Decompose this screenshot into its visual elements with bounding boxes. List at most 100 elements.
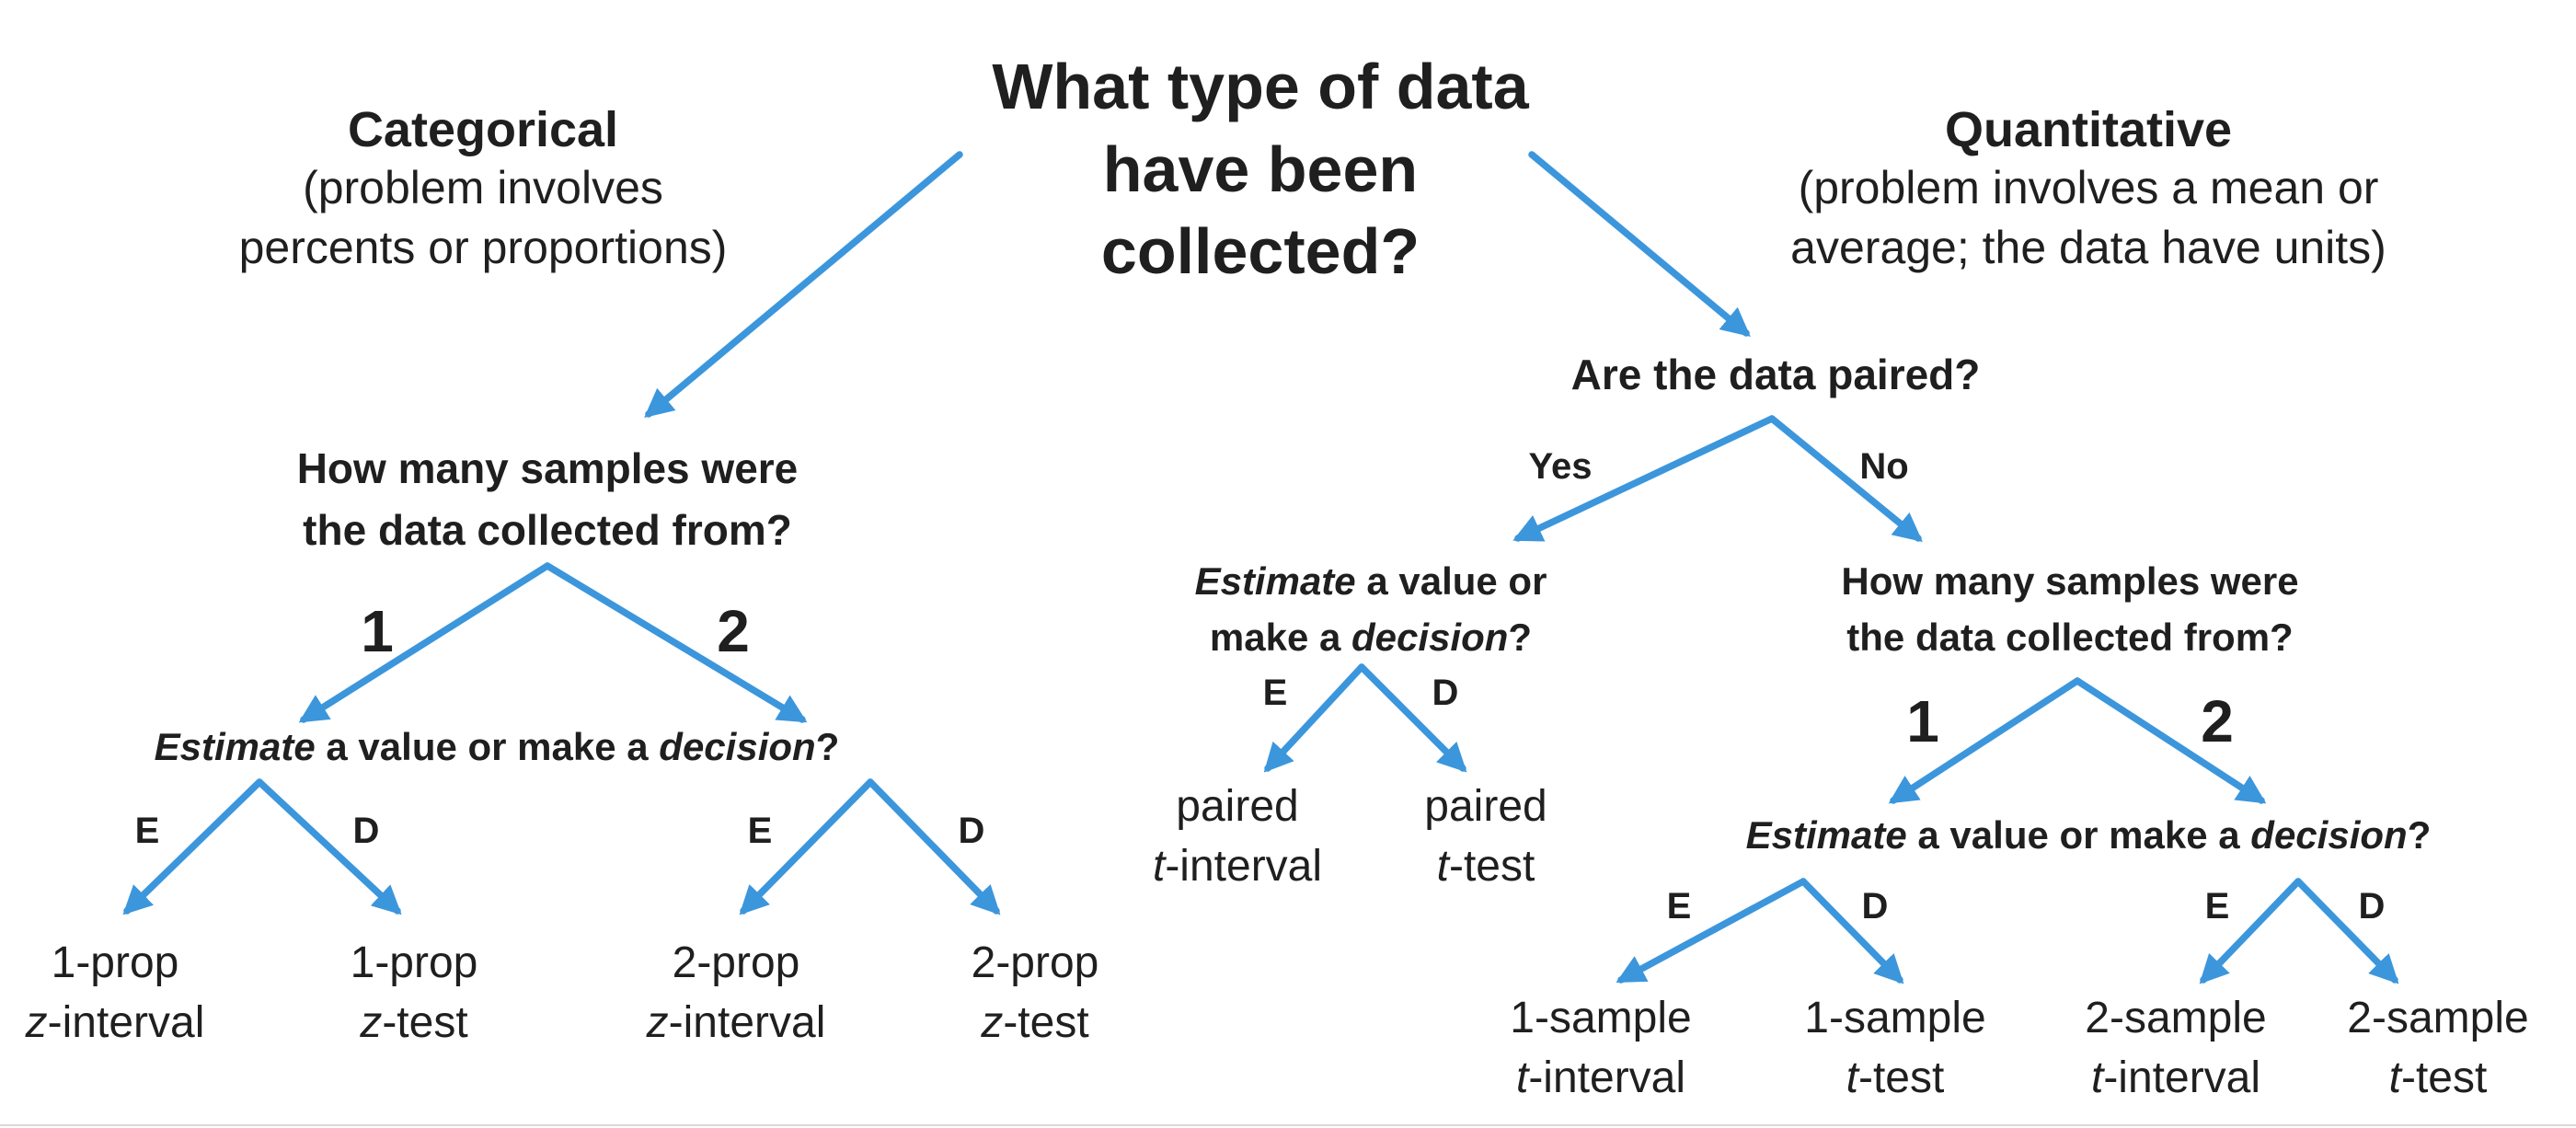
quantitative-e1-label: E (1666, 886, 1692, 927)
leaf-2-sample-t-test: 2-sample t-test (2323, 989, 2553, 1109)
decision-word: decision (2250, 813, 2408, 857)
categorical-d2-label: D (958, 811, 985, 851)
quantitative-samples-line1: How many samples were (1841, 559, 2299, 603)
leaf-1-sample-t-test: 1-sample t-test (1780, 989, 2010, 1109)
arrow-cat2-estimate (739, 778, 874, 915)
arrow-cat1-decision (256, 778, 402, 915)
categorical-heading: Categorical (problem involves percents o… (161, 101, 805, 278)
arrow-categorical-to-2-samples (544, 562, 808, 723)
leaf-var: z (981, 997, 1004, 1047)
leaf-1-prop-z-test: 1-prop z-test (313, 934, 515, 1053)
categorical-title: Categorical (347, 102, 619, 157)
root-question-line3: collected? (1100, 215, 1420, 288)
arrow-quant1-decision (1800, 878, 1904, 984)
categorical-estimate-question: Estimate a value or make a decision? (120, 719, 874, 776)
paired-estimate-line1: Estimate a value or (1141, 554, 1601, 610)
arrow-quant-to-1-sample (1888, 677, 2081, 804)
estimate-word: Estimate (154, 725, 316, 768)
estimate-middle: a value or make a (315, 725, 660, 768)
estimate-word: Estimate (1745, 813, 1907, 857)
paired-no-label: No (1859, 446, 1909, 487)
quantitative-sub-line1: (problem involves a mean or (1798, 162, 2379, 214)
quantitative-e2-label: E (2204, 886, 2230, 927)
arrow-quant2-estimate (2199, 878, 2302, 984)
leaf-kind: -interval (668, 997, 826, 1047)
leaf-kind: -test (382, 997, 468, 1047)
estimate-end: ? (1508, 615, 1533, 659)
leaf-2-sample-t-interval: 2-sample t-interval (2047, 989, 2305, 1109)
leaf-1-prop-z-interval: 1-prop z-interval (0, 934, 230, 1053)
estimate-word: Estimate (1194, 559, 1356, 603)
leaf-line1: 1-prop (350, 938, 478, 987)
leaf-var: t (1515, 1053, 1529, 1102)
quantitative-title: Quantitative (1944, 102, 2233, 157)
arrow-quant1-estimate (1616, 878, 1807, 984)
decision-word: decision (659, 725, 816, 768)
decision-word: decision (1351, 615, 1509, 659)
categorical-sub-line1: (problem involves (303, 162, 663, 214)
leaf-line2: t-test (2323, 1049, 2553, 1109)
quantitative-d1-label: D (1861, 886, 1889, 927)
categorical-samples-line1: How many samples were (296, 444, 799, 492)
categorical-e1-label: E (134, 811, 160, 851)
root-question-line2: have been (1102, 132, 1419, 205)
leaf-line1: paired (1424, 782, 1547, 831)
leaf-line2: t-interval (1472, 1049, 1730, 1109)
categorical-branch-2-label: 2 (717, 598, 750, 664)
quantitative-branch-2-label: 2 (2201, 688, 2234, 754)
quantitative-estimate-question: Estimate a value or make a decision? (1684, 808, 2493, 864)
leaf-kind: -interval (1165, 841, 1323, 891)
quantitative-sub-line2: average; the data have units) (1790, 222, 2386, 274)
arrow-quant2-decision (2294, 878, 2399, 984)
leaf-kind: -interval (1528, 1053, 1686, 1102)
root-question: What type of data have been collected? (948, 46, 1573, 294)
categorical-e2-label: E (747, 811, 773, 851)
leaf-var: t (1436, 841, 1449, 891)
categorical-samples-line2: the data collected from? (303, 505, 792, 554)
arrow-paired-decision (1358, 663, 1467, 773)
arrow-paired-estimate (1263, 663, 1365, 773)
leaf-line2: z-test (934, 994, 1136, 1053)
leaf-paired-t-interval: paired t-interval (1127, 777, 1348, 897)
categorical-d1-label: D (352, 811, 380, 851)
estimate-make: make a (1209, 615, 1352, 659)
paired-d-label: D (1432, 673, 1459, 713)
estimate-end: ? (2407, 813, 2432, 857)
categorical-branch-1-label: 1 (361, 598, 394, 664)
leaf-line2: z-interval (0, 994, 230, 1053)
paired-question: Are the data paired? (1570, 351, 1981, 398)
leaf-2-prop-z-test: 2-prop z-test (934, 934, 1136, 1053)
arrow-root-to-categorical (644, 151, 963, 419)
leaf-var: z (646, 997, 669, 1047)
leaf-line1: 2-sample (2347, 994, 2529, 1042)
leaf-line2: z-test (313, 994, 515, 1053)
arrow-categorical-to-1-sample (298, 562, 551, 723)
leaf-paired-t-test: paired t-test (1389, 777, 1582, 897)
leaf-1-sample-t-interval: 1-sample t-interval (1472, 989, 1730, 1109)
leaf-line2: t-test (1780, 1049, 2010, 1109)
leaf-kind: -test (2400, 1053, 2488, 1102)
leaf-2-prop-z-interval: 2-prop z-interval (621, 934, 851, 1053)
arrow-quant-to-2-samples (2074, 677, 2267, 804)
leaf-line2: t-test (1389, 837, 1582, 897)
leaf-var: t (2388, 1053, 2401, 1102)
arrow-paired-no (1768, 415, 1923, 542)
arrow-group (122, 151, 2399, 984)
bottom-divider (0, 1124, 2576, 1126)
leaf-line2: z-interval (621, 994, 851, 1053)
leaf-var: z (25, 997, 48, 1047)
paired-yes-label: Yes (1528, 446, 1593, 487)
leaf-line2: t-interval (1127, 837, 1348, 897)
leaf-line1: 1-sample (1510, 994, 1692, 1042)
leaf-line1: paired (1176, 782, 1299, 831)
root-question-line1: What type of data (992, 51, 1529, 122)
leaf-line1: 1-sample (1804, 994, 1986, 1042)
quantitative-heading: Quantitative (problem involves a mean or… (1711, 101, 2466, 278)
leaf-kind: -test (1857, 1053, 1945, 1102)
categorical-sub-line2: percents or proportions) (238, 222, 728, 274)
arrow-paired-yes (1512, 415, 1776, 542)
estimate-middle: a value or make a (1906, 813, 2251, 857)
leaf-var: t (1152, 841, 1166, 891)
quantitative-branch-1-label: 1 (1906, 688, 1939, 754)
